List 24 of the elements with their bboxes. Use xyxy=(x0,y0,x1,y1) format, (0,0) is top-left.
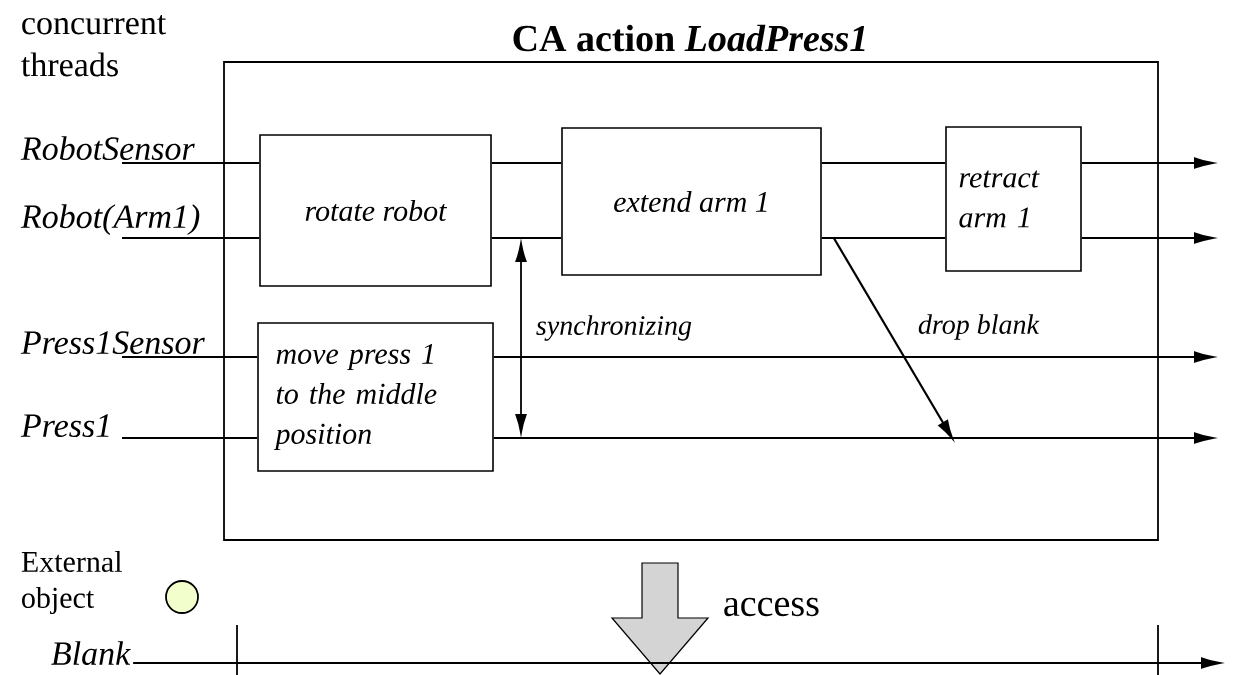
process-box: retract arm 1 xyxy=(945,126,1082,272)
access-label: access xyxy=(724,597,819,617)
thread-name: Blank xyxy=(51,641,131,666)
thread-line xyxy=(121,162,261,164)
heading-text: concurrent threads xyxy=(21,14,167,77)
thread-line xyxy=(490,237,563,239)
process-box: extend arm 1 xyxy=(561,127,822,276)
thread-name: Press1Sensor xyxy=(20,331,205,355)
node-label: CA action LoadPress1 xyxy=(513,24,865,52)
thread-name: Press1 xyxy=(20,414,109,438)
thread-line xyxy=(121,237,261,239)
process-box: rotate robot xyxy=(259,134,492,287)
thread-line xyxy=(820,162,947,164)
sync-label: synchronizing xyxy=(536,315,692,341)
thread-line xyxy=(121,437,259,439)
thread-line xyxy=(121,356,259,358)
heading-text: External object xyxy=(21,550,122,615)
thread-name: Robot(Arm1) xyxy=(20,204,200,236)
thread-line xyxy=(490,162,563,164)
process-box: move press 1 to the middle position xyxy=(257,322,494,472)
thread-name: RobotSensor xyxy=(20,136,195,161)
thread-line xyxy=(820,237,947,239)
object-circle xyxy=(165,580,199,614)
edge-label: drop blank xyxy=(918,314,1040,340)
